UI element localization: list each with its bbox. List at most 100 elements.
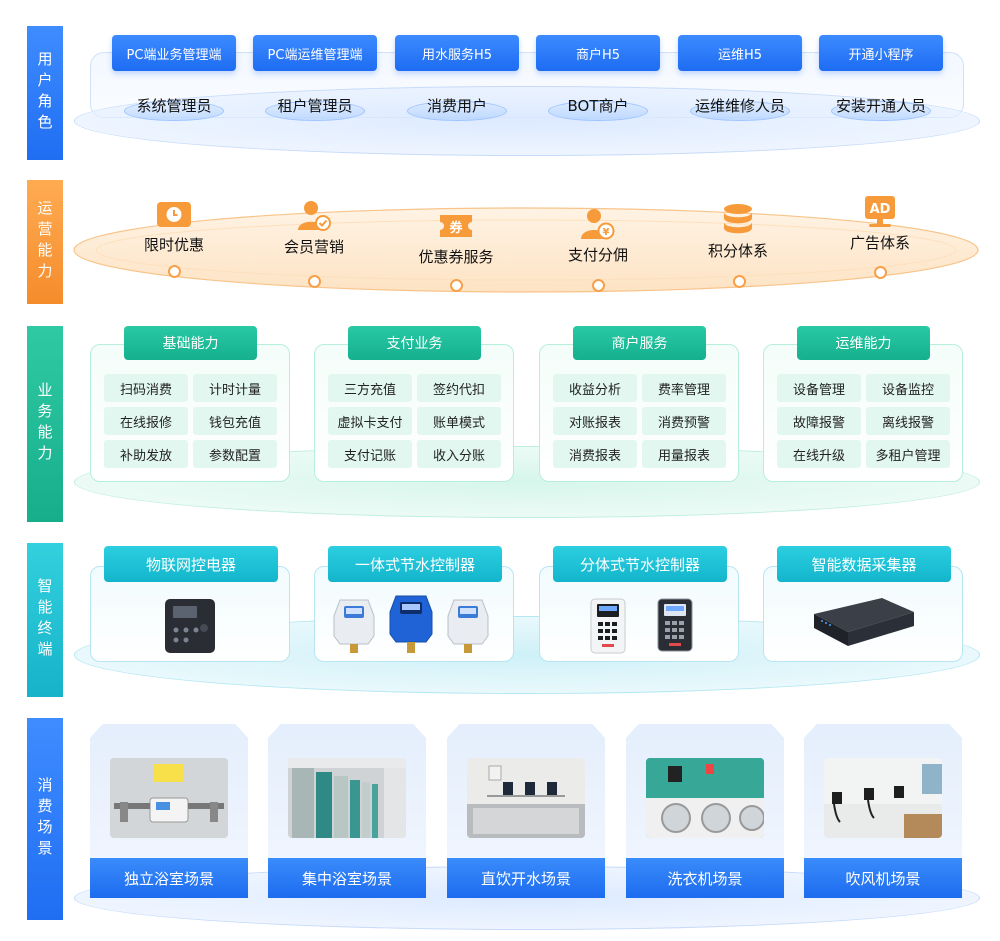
scene-label: 直饮开水场景 xyxy=(447,858,605,898)
app-tab-pc-business: PC端业务管理端 xyxy=(112,35,236,71)
scene-photo-independent-bathroom xyxy=(110,758,228,838)
integrated-water-controller-icon xyxy=(333,599,375,653)
op-label: 优惠券服务 xyxy=(418,248,494,266)
biz-chip: 用量报表 xyxy=(642,440,726,468)
biz-chip: 支付记账 xyxy=(328,440,412,468)
biz-chip: 参数配置 xyxy=(193,440,277,468)
scene-photo-laundry xyxy=(646,758,764,838)
role-system-admin: 系统管理员 xyxy=(136,96,212,115)
op-ring-dot xyxy=(450,279,463,292)
ad-glyph: AD xyxy=(869,201,891,217)
integrated-water-controller-blue-icon xyxy=(389,595,433,653)
terminal-title: 一体式节水控制器 xyxy=(328,546,502,582)
biz-chip: 计时计量 xyxy=(193,374,277,402)
app-tab-merchant-h5: 商户H5 xyxy=(536,35,660,71)
biz-chip: 虚拟卡支付 xyxy=(328,407,412,435)
payment-icon: ¥ xyxy=(580,208,616,240)
role-ring xyxy=(407,101,507,121)
op-ring-dot xyxy=(874,266,887,279)
biz-group-title: 基础能力 xyxy=(124,326,257,360)
role-consumer: 消费用户 xyxy=(426,96,487,115)
data-collector-device-icon xyxy=(814,598,914,646)
op-limited-discount: 限时优惠 xyxy=(114,198,234,255)
role-installer: 安装开通人员 xyxy=(835,96,926,115)
biz-group-title: 支付业务 xyxy=(348,326,481,360)
iot-controller-device-icon xyxy=(165,599,215,653)
op-member-marketing: 会员营销 xyxy=(254,200,374,257)
role-maintenance-staff: 运维维修人员 xyxy=(694,96,785,115)
biz-chip: 消费报表 xyxy=(553,440,637,468)
side-label-business: 业务能力 xyxy=(27,326,63,522)
integrated-water-controller-icon xyxy=(447,599,489,653)
op-label: 限时优惠 xyxy=(143,236,204,254)
biz-chip: 费率管理 xyxy=(642,374,726,402)
biz-chip: 离线报警 xyxy=(866,407,950,435)
payment-glyph: ¥ xyxy=(602,226,610,238)
op-ring-dot xyxy=(168,265,181,278)
op-ad-system: AD 广告体系 xyxy=(820,196,940,253)
role-ring xyxy=(690,101,790,121)
points-stack-icon xyxy=(720,204,756,236)
op-ring-dot xyxy=(308,275,321,288)
role-ring xyxy=(265,101,365,121)
op-label: 支付分佣 xyxy=(567,246,628,264)
app-tab-pc-ops: PC端运维管理端 xyxy=(253,35,377,71)
scene-label: 吹风机场景 xyxy=(804,858,962,898)
biz-chip: 在线报修 xyxy=(104,407,188,435)
scene-card-drinking-water: 直饮开水场景 xyxy=(447,724,605,898)
split-controller-white-icon xyxy=(590,598,626,654)
side-label-user-roles: 用户角色 xyxy=(27,26,63,160)
scene-photo-drinking-water xyxy=(467,758,585,838)
scene-card-hair-dryer: 吹风机场景 xyxy=(804,724,962,898)
scene-photo-hair-dryer xyxy=(824,758,942,838)
role-tenant-admin: 租户管理员 xyxy=(277,96,353,115)
scene-card-centralized-bathroom: 集中浴室场景 xyxy=(268,724,426,898)
role-ring xyxy=(548,101,648,121)
scene-photo-centralized-bathroom xyxy=(288,758,406,838)
clock-icon xyxy=(156,198,192,230)
op-ring-dot xyxy=(592,279,605,292)
scene-label: 集中浴室场景 xyxy=(268,858,426,898)
biz-chip: 签约代扣 xyxy=(417,374,501,402)
terminal-title: 智能数据采集器 xyxy=(777,546,951,582)
op-label: 会员营销 xyxy=(283,238,344,256)
biz-chip: 账单模式 xyxy=(417,407,501,435)
biz-chip: 设备管理 xyxy=(777,374,861,402)
biz-chip: 收益分析 xyxy=(553,374,637,402)
biz-chip: 收入分账 xyxy=(417,440,501,468)
biz-chip: 钱包充值 xyxy=(193,407,277,435)
biz-group-title: 运维能力 xyxy=(797,326,930,360)
biz-chip: 消费预警 xyxy=(642,407,726,435)
biz-chip: 在线升级 xyxy=(777,440,861,468)
app-tab-ops-h5: 运维H5 xyxy=(678,35,802,71)
role-ring xyxy=(124,101,224,121)
biz-chip: 扫码消费 xyxy=(104,374,188,402)
app-tab-water-h5: 用水服务H5 xyxy=(395,35,519,71)
split-controller-black-icon xyxy=(657,598,693,652)
side-label-operations: 运营能力 xyxy=(27,180,63,304)
coupon-glyph: 券 xyxy=(449,220,463,236)
biz-group-title: 商户服务 xyxy=(573,326,706,360)
coupon-icon: 券 xyxy=(438,210,474,242)
side-label-scenes: 消费场景 xyxy=(27,718,63,920)
role-bot-merchant: BOT商户 xyxy=(567,96,629,115)
app-tab-mini-program: 开通小程序 xyxy=(819,35,943,71)
scene-card-laundry: 洗衣机场景 xyxy=(626,724,784,898)
biz-chip: 故障报警 xyxy=(777,407,861,435)
biz-chip: 三方充值 xyxy=(328,374,412,402)
biz-chip: 补助发放 xyxy=(104,440,188,468)
biz-chip: 对账报表 xyxy=(553,407,637,435)
side-label-terminals: 智能终端 xyxy=(27,543,63,697)
roles-base-ellipse xyxy=(74,86,980,156)
scene-card-independent-bathroom: 独立浴室场景 xyxy=(90,724,248,898)
biz-chip: 多租户管理 xyxy=(866,440,950,468)
member-icon xyxy=(296,200,332,232)
biz-chip: 设备监控 xyxy=(866,374,950,402)
op-coupon-service: 券 优惠券服务 xyxy=(396,210,516,267)
op-label: 积分体系 xyxy=(707,242,768,260)
op-points-system: 积分体系 xyxy=(678,204,798,261)
op-payment-split: ¥ 支付分佣 xyxy=(538,208,658,265)
terminal-title: 分体式节水控制器 xyxy=(553,546,727,582)
scene-label: 独立浴室场景 xyxy=(90,858,248,898)
role-ring xyxy=(831,101,931,121)
